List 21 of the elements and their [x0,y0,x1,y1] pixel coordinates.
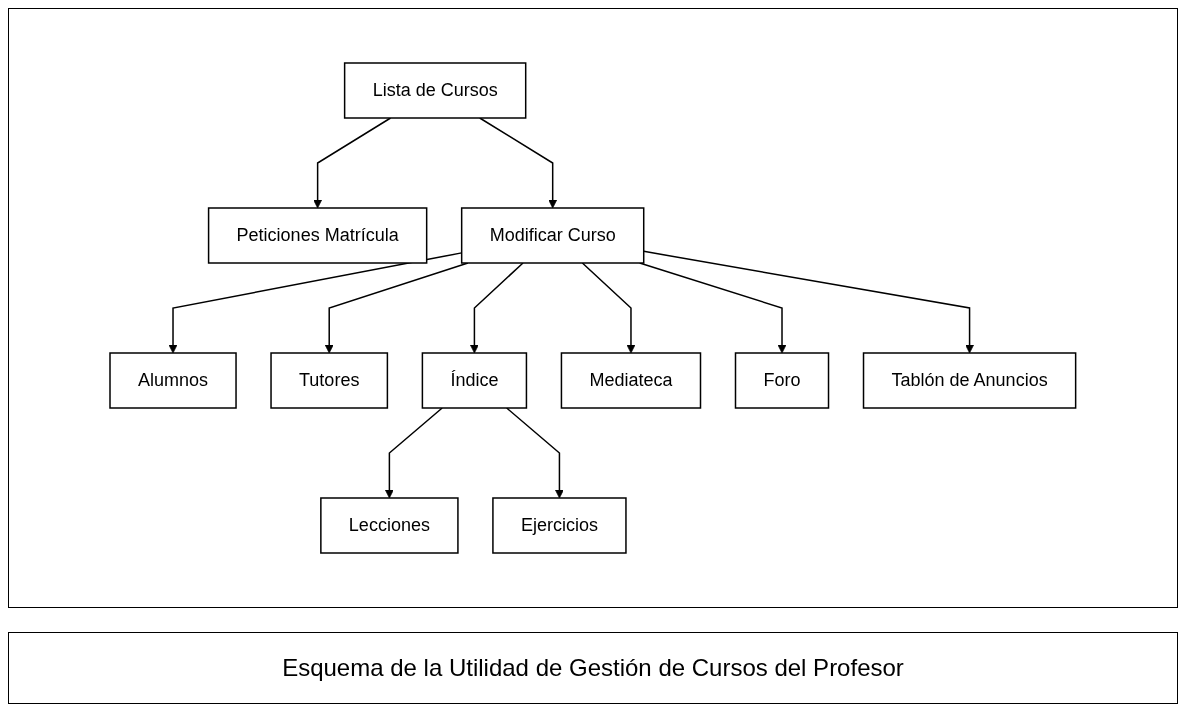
node-box: Foro [734,352,830,409]
arrow [581,262,636,354]
caption: Esquema de la Utilidad de Gestión de Cursos del Profesor [282,654,904,682]
arrow [313,117,392,209]
node-box: Modificar Curso [461,207,645,264]
node-box: Peticiones Matrícula [208,207,428,264]
arrow [639,262,787,354]
arrow [385,407,444,499]
node-box: Índice [421,352,528,409]
node-box: Lista de Cursos [344,62,527,119]
arrow [479,117,558,209]
node-box: Ejercicios [492,497,627,554]
node-box: Mediateca [560,352,702,409]
arrow [643,250,975,354]
node-box: Alumnos [109,352,237,409]
node-box: Tablón de Anuncios [862,352,1077,409]
node-box: Lecciones [320,497,459,554]
arrow [325,262,469,354]
arrow [506,407,564,499]
node-box: Tutores [270,352,389,409]
arrow [470,262,524,354]
